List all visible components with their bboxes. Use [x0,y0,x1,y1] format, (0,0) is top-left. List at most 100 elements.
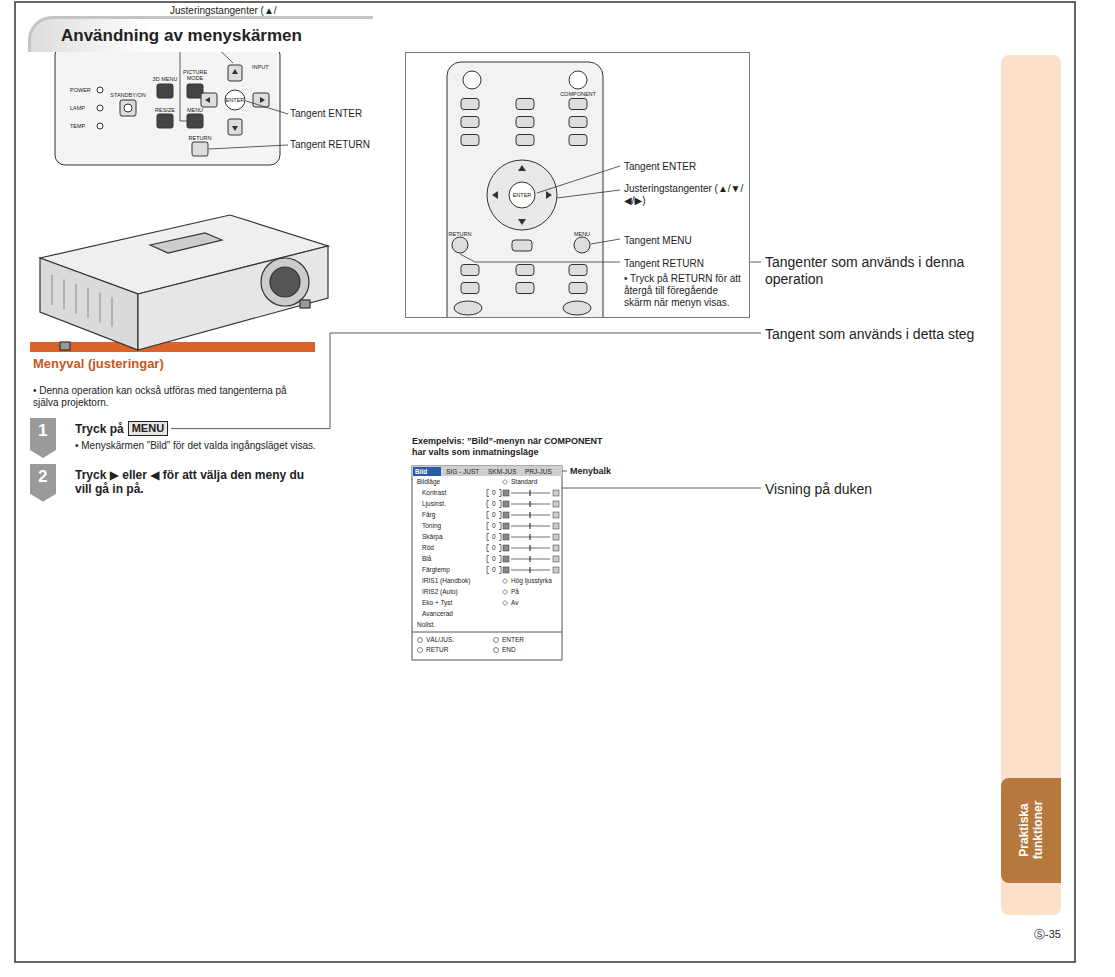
side-tab: Praktiska funktioner [1001,778,1061,883]
callout-panel-text: • Tryck på RETURN för att återgå till fö… [624,273,744,309]
bullet-note: • Denna operation kan också utföras med … [33,385,313,409]
title-tab-text: Användning av menyskärmen [61,26,302,46]
menu-screen-drawing [487,523,501,530]
menu-screen-drawing [503,512,509,518]
control-panel [157,84,173,98]
remote-control [516,117,534,128]
callout-label: Tangent RETURN [290,139,370,151]
projector-body [40,215,328,350]
menu-screen-drawing [553,523,559,529]
menu-screen-drawing [529,556,530,562]
projector-body [60,342,70,350]
menu-item: Bild [415,468,427,475]
control-panel [120,100,136,116]
remote-control [492,165,552,225]
leader-line [562,488,761,489]
panel-label: PICTURE MODE [183,69,207,81]
remote-control [516,265,534,276]
menu-screen-drawing [412,466,562,660]
menu-item: Nollst. [417,621,435,628]
leader-line [750,262,761,263]
menu-screen-drawing [503,567,509,573]
menu-screen-drawing [553,534,559,540]
menu-item: SKM-JUS [488,468,517,475]
page-frame [15,2,1075,962]
control-panel [97,123,103,129]
panel-label: STANDBY/ON [110,92,145,98]
leader-line [460,254,620,262]
menu-item: Blå [422,555,431,562]
example-caption: Exempelvis: ”Bild”-menyn när COMPONENT h… [412,436,612,458]
leader-line [171,333,761,429]
menu-screen-drawing [418,648,423,653]
panel-label: INPUT [252,64,269,70]
menu-screen-drawing [503,601,508,606]
projector-vents [76,284,77,314]
remote-label: RETURN [449,231,472,237]
leader-line [557,190,620,198]
menu-item: Röd [422,544,434,551]
remote-control [454,301,482,315]
remote-control [447,62,603,317]
menu-screen-drawing [487,567,501,574]
menu-screen-drawing [487,534,501,541]
remote-control [516,99,534,110]
menu-screen-drawing [503,590,508,595]
panel-label: MENU [187,107,203,113]
remote-label: MENU [574,231,590,237]
leader-line [171,333,761,429]
menu-screen-drawing [503,501,509,507]
menu-item: ENTER [502,636,524,643]
menu-item: 0 [492,511,496,518]
menu-item: Toning [422,522,441,529]
menu-screen-drawing [553,567,559,573]
menu-item: Färg [422,511,435,518]
menu-screen-drawing [529,534,530,540]
remote-control [569,71,587,89]
menu-screen-drawing [494,638,499,643]
menu-item: Eko + Tyst [422,599,452,606]
menu-screen-drawing [529,490,530,496]
menu-item: PRJ-JUS [525,468,552,475]
menu-item: Av [511,599,518,606]
key-name: MENU [128,421,168,436]
side-note: Tangenter som används i denna operation [765,254,980,288]
projector-body [40,258,138,350]
leader-line [209,145,288,149]
section-heading: Menyval (justeringar) [30,342,315,377]
menu-screen: BildSIG - JUSTSKM-JUSPRJ-JUSBildlägeStan… [412,466,562,660]
menu-screen-drawing [503,556,509,562]
menu-screen-drawing [529,567,530,573]
projector-vents [100,293,101,323]
menu-item: IRIS1 (Handbok) [422,577,470,584]
step-text: • Menyskärmen ”Bild” för det valda ingån… [75,440,320,452]
remote-control [463,71,481,89]
menu-item: Hög ljusstyrka [511,577,552,584]
remote-control [569,265,587,276]
step-box: 1Tryck påMENU• Menyskärmen ”Bild” för de… [30,418,326,458]
remote-control [461,99,479,110]
menu-screen-drawing [529,512,530,518]
remote-control [452,237,468,253]
menu-screen-drawing [553,501,559,507]
side-band [1001,55,1061,915]
remote-control [461,265,479,276]
control-panel [205,69,265,131]
heading-bar [30,342,315,352]
panel-label: RESIZE [155,107,175,113]
remote-control [516,135,534,146]
menu-screen-drawing [553,556,559,562]
menu-screen-drawing [487,556,501,563]
menu-item: 0 [492,555,496,562]
control-panel [157,114,173,128]
menu-item: Bildläge [417,478,440,485]
side-note: Visning på duken [765,481,872,498]
projector-vents [88,288,89,318]
leader-line [537,166,620,193]
projector-body [261,258,309,306]
menu-screen-drawing [412,466,562,476]
menu-item: 0 [492,489,496,496]
remote-control [569,283,587,294]
panel-label: ENTER [226,97,245,103]
